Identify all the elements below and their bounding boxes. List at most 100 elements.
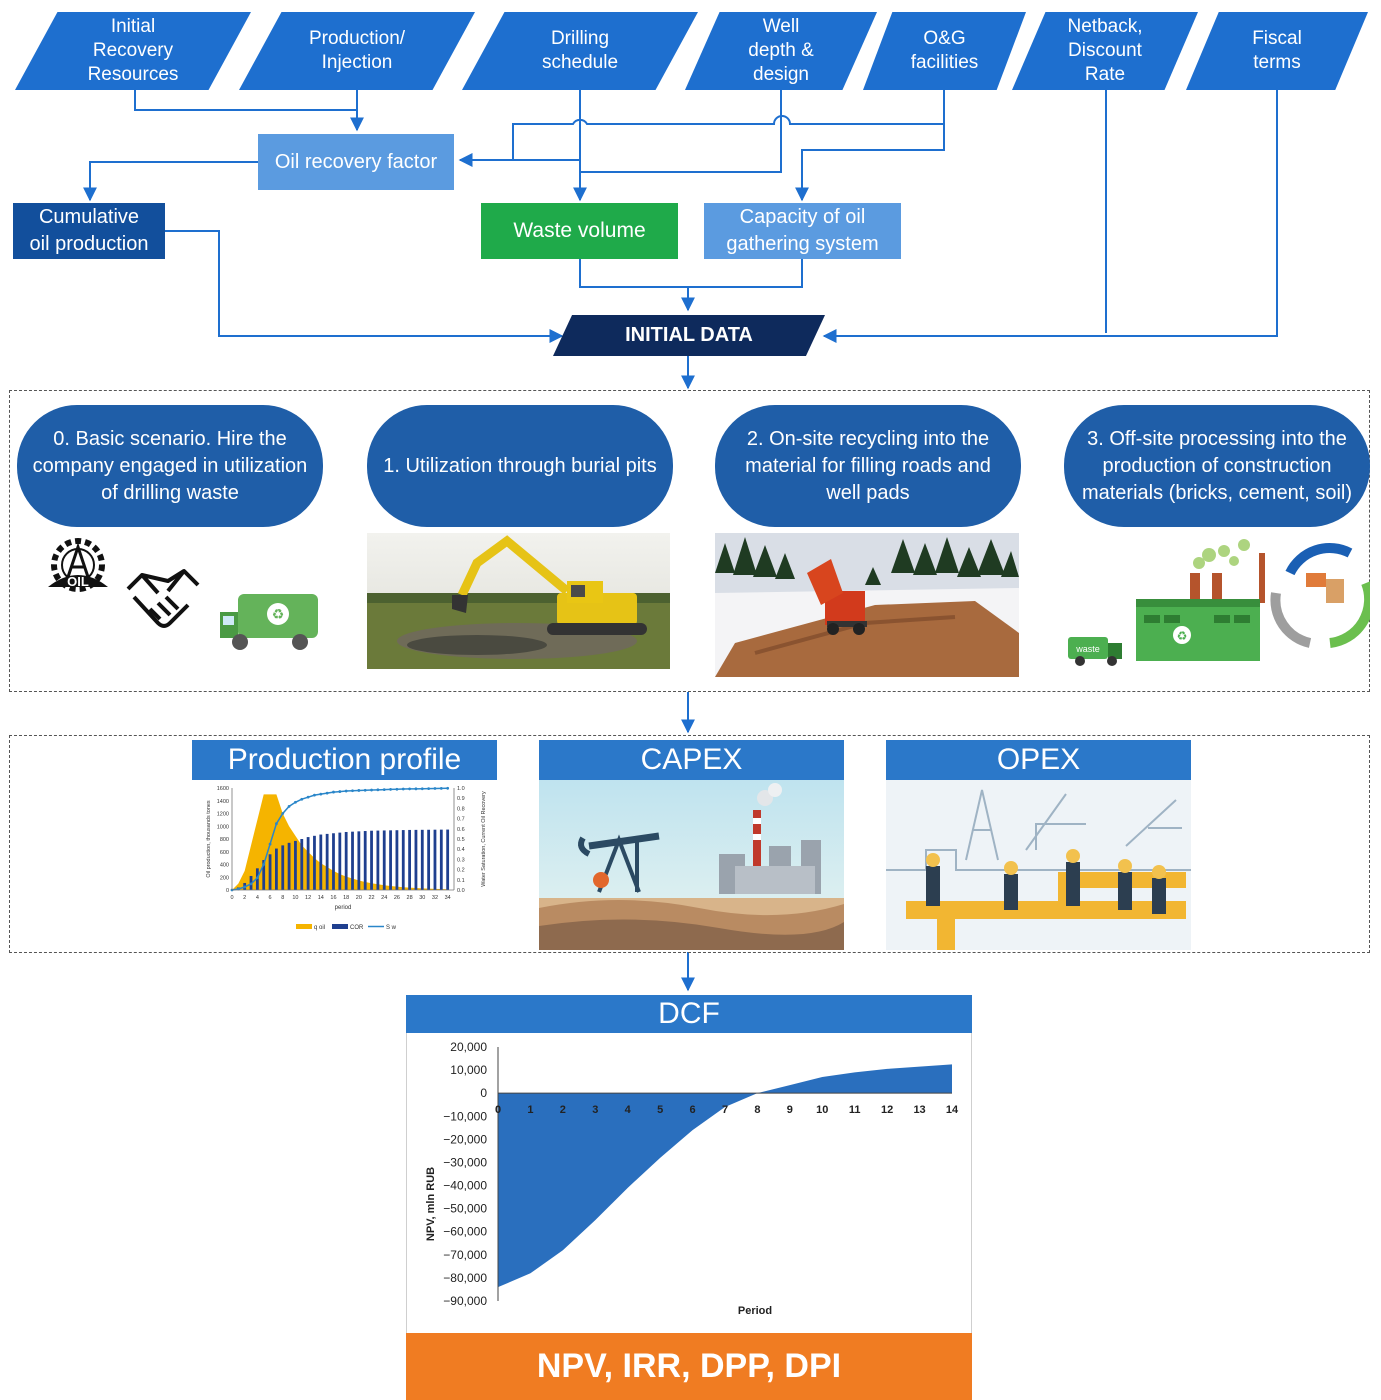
x-tick-label: 2 <box>243 895 246 901</box>
handshake-icon <box>126 569 200 628</box>
capacity-gathering-box: Capacity of oil gathering system <box>704 203 901 259</box>
y-tick-label: −20,000 <box>443 1132 487 1146</box>
x-tick-label: 1 <box>527 1104 533 1116</box>
y-tick-label: 1600 <box>217 786 229 792</box>
construction-materials-factory-image: ♻ waste <box>1068 539 1370 666</box>
x-axis-label: period <box>335 905 352 911</box>
sw-point <box>382 788 386 792</box>
y2-tick-label: 0.6 <box>457 827 465 833</box>
cor-bar <box>414 829 418 890</box>
input-production-injection: Production/ Injection <box>239 12 475 90</box>
legend-swatch-cor <box>332 924 348 929</box>
cor-bar <box>287 842 291 890</box>
road-filling-truck-image <box>715 533 1019 677</box>
cor-bar <box>275 848 278 890</box>
x-tick-label: 14 <box>946 1104 959 1116</box>
y-tick-label: 1200 <box>217 812 229 818</box>
cor-bar <box>313 835 316 890</box>
cor-bar <box>401 830 405 890</box>
x-tick-label: 10 <box>292 895 298 901</box>
scenario-0-icons: OIL ♻ <box>48 538 318 650</box>
sw-point <box>325 791 329 795</box>
x-tick-label: 7 <box>722 1104 728 1116</box>
y2-axis-label: Water Saturation, Current Oil Recovery <box>481 791 487 887</box>
cor-bar <box>281 845 285 890</box>
x-tick-label: 0 <box>230 895 233 901</box>
sw-point <box>427 787 431 791</box>
cor-bar <box>439 829 443 890</box>
sw-point <box>294 800 297 804</box>
cor-bar <box>357 831 361 890</box>
x-tick-label: 14 <box>318 895 324 901</box>
x-tick-label: 12 <box>305 895 311 901</box>
x-tick-label: 34 <box>445 895 451 901</box>
cor-bar <box>446 829 450 890</box>
y2-tick-label: 0.0 <box>457 888 465 894</box>
x-tick-label: 18 <box>343 895 349 901</box>
x-tick-label: 16 <box>330 895 336 901</box>
x-tick-label: 4 <box>625 1104 632 1116</box>
y-tick-label: 400 <box>220 863 229 869</box>
y2-tick-label: 0.3 <box>457 857 465 863</box>
burial-pit-excavator-image <box>367 533 670 669</box>
cor-bar <box>325 833 329 890</box>
production-profile-chart: 020040060080010001200140016000.00.10.20.… <box>192 780 497 940</box>
oil-recovery-factor-box: Oil recovery factor <box>258 134 454 190</box>
cor-bar <box>389 830 392 890</box>
sw-point <box>370 788 373 792</box>
sw-point <box>414 787 418 791</box>
x-tick-label: 32 <box>432 895 438 901</box>
y-tick-label: 800 <box>220 837 229 843</box>
sw-point <box>446 786 450 790</box>
result-metrics-banner: NPV, IRR, DPP, DPI <box>406 1333 972 1400</box>
sw-point <box>249 882 253 886</box>
analysis-frame <box>9 735 1370 953</box>
sw-point <box>395 787 399 791</box>
y-tick-label: 1000 <box>217 824 229 830</box>
sw-point <box>338 790 342 793</box>
dcf-chart: 20,00010,0000−10,000−20,000−30,000−40,00… <box>425 1040 959 1317</box>
cor-bar <box>427 829 431 890</box>
cor-bar <box>370 830 373 890</box>
cor-bar <box>395 830 399 890</box>
x-tick-label: 13 <box>913 1104 925 1116</box>
initial-data-label: INITIAL DATA <box>625 324 753 346</box>
y-tick-label: 0 <box>226 888 229 894</box>
y-tick-label: −80,000 <box>443 1271 487 1285</box>
y2-tick-label: 0.2 <box>457 868 465 874</box>
sw-point <box>433 787 437 790</box>
input-label: Netback, Discount Rate <box>1067 16 1143 85</box>
cor-bar <box>344 831 348 890</box>
cor-bar <box>420 829 424 890</box>
sw-point <box>408 787 411 791</box>
y-tick-label: 600 <box>220 850 229 856</box>
x-tick-label: 6 <box>690 1104 696 1116</box>
cor-bar <box>262 860 266 890</box>
oil-rig-gear-icon: OIL <box>48 538 108 592</box>
y2-tick-label: 0.1 <box>457 878 465 884</box>
cor-bar <box>300 839 304 890</box>
refinery-icon <box>719 783 821 894</box>
scenario-3-pill: 3. Off-site processing into the producti… <box>1064 405 1370 527</box>
input-well-depth-design: Well depth & design <box>685 12 877 90</box>
scenario-0-pill: 0. Basic scenario. Hire the company enga… <box>17 405 323 527</box>
input-label: Fiscal terms <box>1252 28 1302 73</box>
recycle-arrows-icon <box>1270 543 1370 648</box>
y-tick-label: −90,000 <box>443 1294 487 1308</box>
x-tick-label: 5 <box>657 1104 663 1116</box>
x-tick-label: 0 <box>495 1104 501 1116</box>
sw-point <box>313 793 316 797</box>
waste-truck-icon: waste <box>1068 637 1122 666</box>
scenario-1-pill: 1. Utilization through burial pits <box>367 405 673 527</box>
y2-tick-label: 0.5 <box>457 837 465 843</box>
input-initial-recovery-resources: Initial Recovery Resources <box>15 12 251 90</box>
legend-swatch-q-oil <box>296 924 312 929</box>
legend-label-sw: S w <box>386 925 397 931</box>
y-axis-label: NPV, mln RUB <box>425 1167 437 1241</box>
x-tick-label: 28 <box>407 895 413 901</box>
x-tick-label: 3 <box>592 1104 598 1116</box>
x-tick-label: 22 <box>368 895 374 901</box>
sw-point <box>275 822 278 826</box>
oil-label: OIL <box>67 574 89 589</box>
sw-point <box>332 790 335 794</box>
